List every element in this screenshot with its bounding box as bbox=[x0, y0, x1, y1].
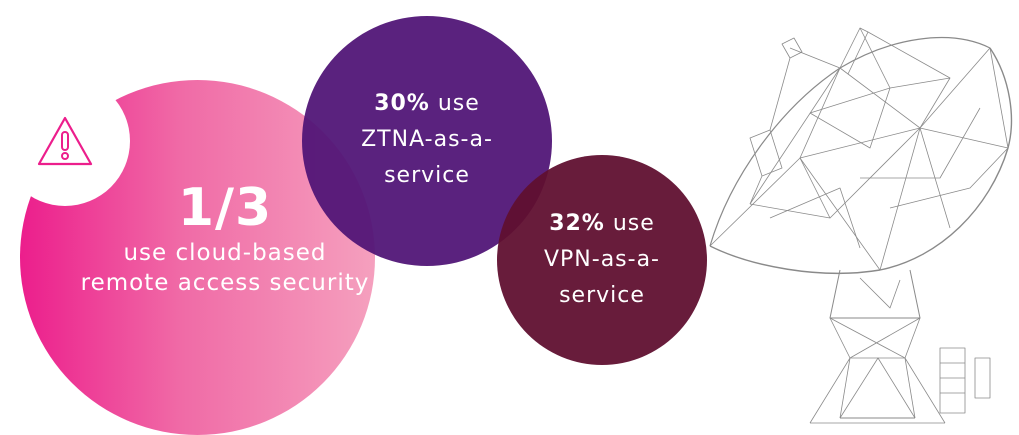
ztna-line-1: 30% use bbox=[302, 86, 552, 122]
ztna-line-3: service bbox=[384, 163, 470, 188]
satellite-dish-icon bbox=[709, 27, 1013, 424]
vpn-use: use bbox=[604, 211, 655, 236]
vpn-line-3: service bbox=[559, 283, 645, 308]
hero-stat: 1/3 use cloud-based remote access securi… bbox=[60, 182, 390, 298]
ztna-use: use bbox=[429, 91, 480, 116]
ztna-stat: 30% use ZTNA-as-a- service bbox=[302, 86, 552, 194]
warning-icon bbox=[37, 116, 93, 166]
vpn-value: 32% bbox=[549, 211, 605, 236]
ztna-line-2: ZTNA-as-a- bbox=[361, 127, 493, 152]
warning-badge bbox=[0, 76, 130, 206]
vpn-line-1: 32% use bbox=[497, 206, 707, 242]
hero-line-2: remote access security bbox=[80, 270, 370, 296]
vpn-stat: 32% use VPN-as-a- service bbox=[497, 206, 707, 314]
vpn-line-2: VPN-as-a- bbox=[543, 247, 660, 272]
hero-line-1: use cloud-based bbox=[123, 240, 327, 266]
hero-value: 1/3 bbox=[177, 178, 273, 238]
vpn-circle bbox=[497, 155, 707, 365]
ztna-value: 30% bbox=[374, 91, 430, 116]
